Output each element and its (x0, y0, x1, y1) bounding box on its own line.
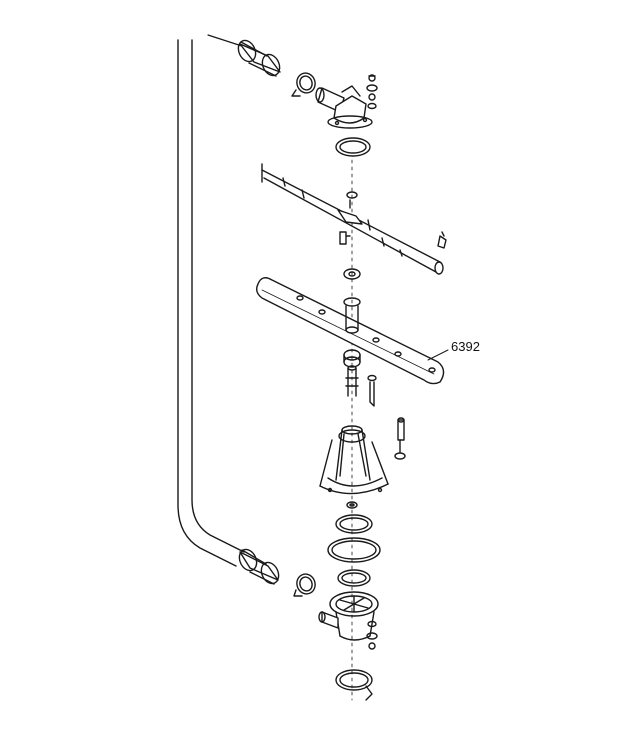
lower-fasteners (366, 620, 378, 650)
upper-hub (315, 85, 373, 129)
gasket-upper (335, 514, 373, 534)
upper-seal-ring (335, 137, 371, 157)
main-hub-housing (319, 425, 389, 495)
upper-tube-fasteners (339, 191, 447, 249)
supply-pipe (177, 34, 249, 567)
lower-clamp (293, 573, 316, 597)
spray-shaft (345, 365, 359, 397)
lower-pipe-coupling (238, 548, 280, 585)
washer (343, 268, 361, 280)
upper-pipe-coupling (237, 39, 281, 77)
hose-fitting (394, 417, 406, 460)
small-washer (346, 501, 358, 509)
upper-clamp (291, 72, 316, 97)
spray-arm-nut (343, 349, 361, 368)
gasket-middle (327, 537, 381, 563)
spray-arm-bearing (343, 297, 361, 334)
part-number-callout: 6392 (451, 339, 480, 354)
spray-arm (255, 277, 445, 385)
bottom-clamp (335, 669, 373, 701)
upper-fasteners (366, 74, 378, 110)
shaft-screw (367, 374, 377, 407)
sump-hub (318, 591, 379, 641)
gasket-lower (337, 569, 371, 587)
callout-leader-line (427, 349, 449, 361)
upper-spray-tube (261, 163, 444, 275)
